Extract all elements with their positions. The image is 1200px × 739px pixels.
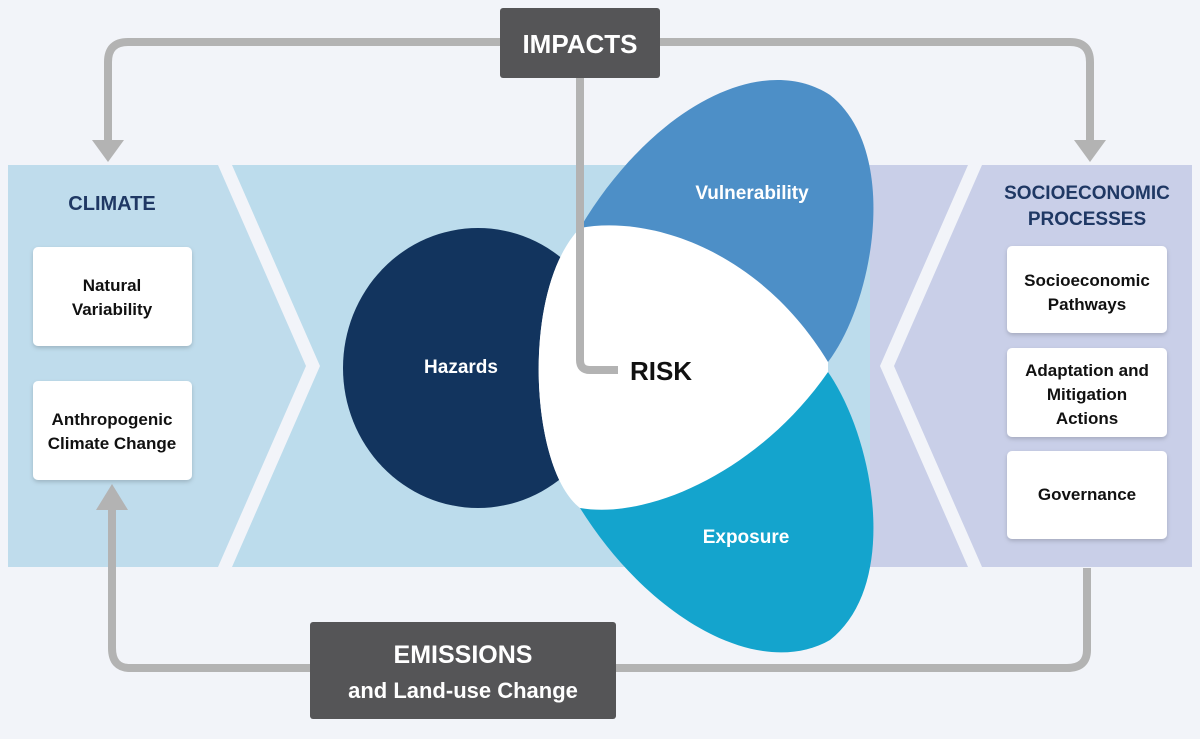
socioeconomic-to-emissions-line (614, 568, 1091, 672)
socioeconomic-pathways-label-line-2: Pathways (1048, 295, 1126, 314)
exposure-petal (580, 372, 874, 653)
socioeconomic-title-line-1: SOCIOECONOMIC (1004, 183, 1170, 204)
anthropogenic-climate-change-label-line-2: Climate Change (48, 434, 176, 453)
hazards-petal (343, 228, 613, 508)
emissions-label: EMISSIONS (394, 641, 533, 669)
socioeconomic-panel-band (870, 165, 968, 567)
impacts-label: IMPACTS (522, 29, 637, 59)
risk-propeller (343, 80, 874, 653)
adaptation-mitigation-label-line-1: Adaptation and (1025, 361, 1149, 380)
emissions-to-climate-arrow (96, 484, 312, 672)
anthropogenic-climate-change-box: Anthropogenic Climate Change (33, 381, 192, 480)
impacts-box: IMPACTS (500, 8, 660, 78)
vulnerability-label: Vulnerability (695, 183, 809, 204)
hazards-label: Hazards (424, 357, 498, 378)
governance-label: Governance (1038, 485, 1136, 504)
climate-title: CLIMATE (68, 193, 155, 215)
socioeconomic-title-line-2: PROCESSES (1028, 209, 1146, 230)
land-use-change-label: and Land-use Change (348, 678, 578, 703)
socioeconomic-pathways-label-line-1: Socioeconomic (1024, 271, 1150, 290)
adaptation-mitigation-box: Adaptation and Mitigation Actions (1007, 348, 1167, 437)
risk-label: RISK (630, 356, 692, 386)
socioeconomic-pathways-box: Socioeconomic Pathways (1007, 246, 1167, 333)
natural-variability-label-line-2: Variability (72, 300, 153, 319)
exposure-label: Exposure (703, 527, 790, 548)
impacts-to-socioeconomic-arrow (660, 38, 1106, 162)
impacts-to-risk-connector (576, 78, 618, 374)
anthropogenic-climate-change-label-line-1: Anthropogenic (52, 410, 173, 429)
emissions-box: EMISSIONS and Land-use Change (310, 622, 616, 719)
governance-box: Governance (1007, 451, 1167, 539)
risk-center (538, 225, 828, 510)
impacts-to-climate-arrow (92, 38, 500, 162)
adaptation-mitigation-label-line-2: Mitigation (1047, 385, 1127, 404)
vulnerability-petal (580, 80, 874, 363)
adaptation-mitigation-label-line-3: Actions (1056, 409, 1118, 428)
natural-variability-box: Natural Variability (33, 247, 192, 346)
natural-variability-label-line-1: Natural (83, 276, 142, 295)
